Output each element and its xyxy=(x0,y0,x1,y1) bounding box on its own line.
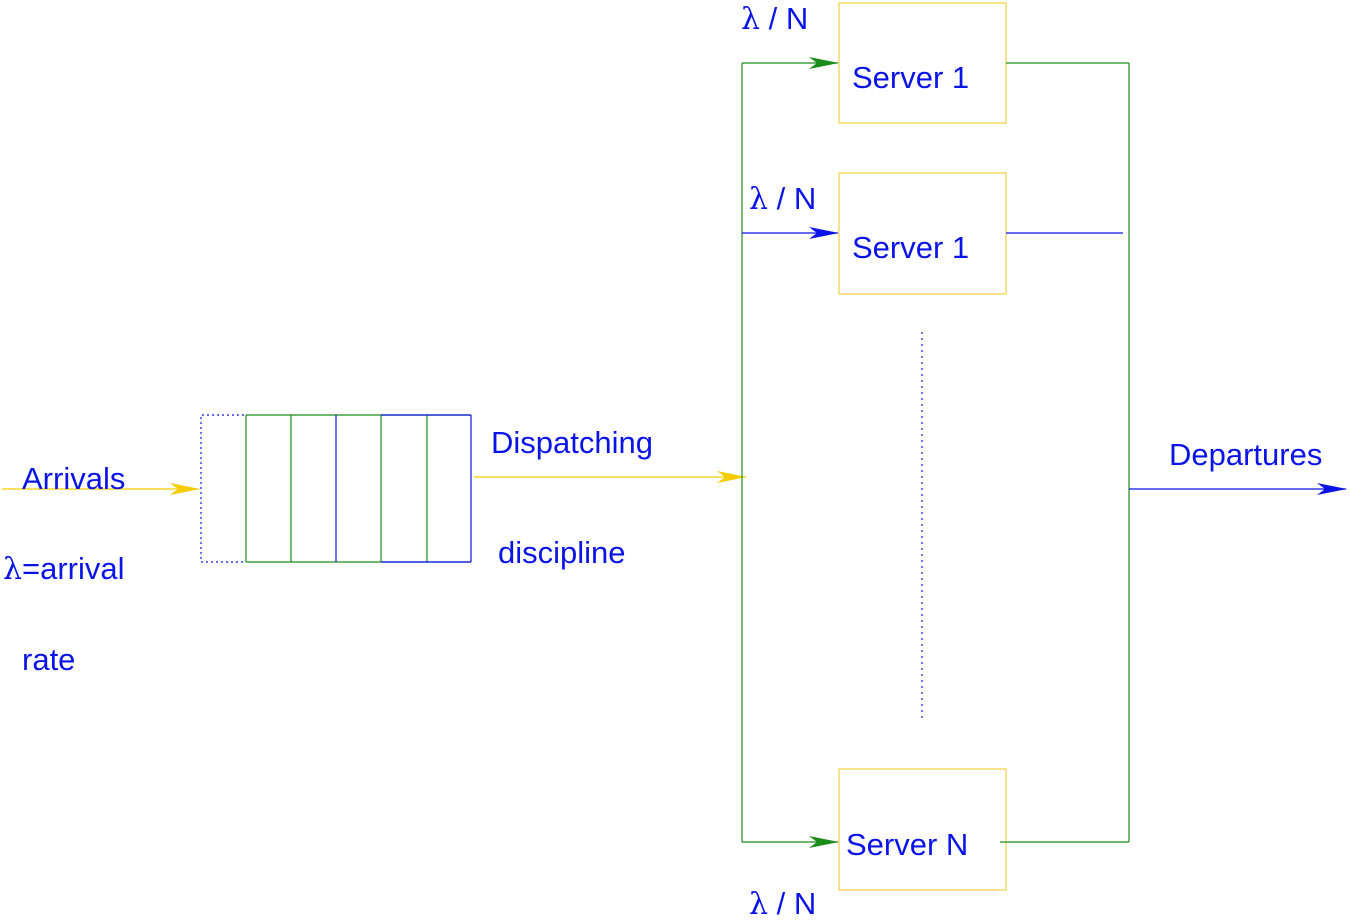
rate-split-label-n: λ / N xyxy=(749,888,816,920)
rate-label: rate xyxy=(22,642,76,677)
lambda-symbol: λ xyxy=(3,552,23,587)
server-box-n xyxy=(838,768,1007,891)
server-label-n: Server N xyxy=(846,827,969,862)
arrival-rate-text: =arrival xyxy=(22,551,125,586)
dispatching-label: Dispatching xyxy=(491,425,653,460)
server-label-2: Server 1 xyxy=(852,230,970,265)
rate-split-text: / N xyxy=(760,1,809,36)
lambda-symbol: λ xyxy=(749,887,769,922)
queue-open-end xyxy=(200,414,244,563)
queue-buffer xyxy=(200,414,472,563)
rate-split-label-2: λ / N xyxy=(749,183,816,215)
rate-split-text: / N xyxy=(768,886,817,921)
lambda-symbol: λ xyxy=(749,182,769,217)
discipline-label: discipline xyxy=(498,535,626,570)
arrivals-label: Arrivals xyxy=(22,461,126,496)
rate-split-text: / N xyxy=(768,181,817,216)
server-label-1: Server 1 xyxy=(852,60,970,95)
departures-label: Departures xyxy=(1169,437,1323,472)
rate-split-label-1: λ / N xyxy=(741,3,808,35)
lambda-symbol: λ xyxy=(741,2,761,37)
arrival-rate-label: λ=arrival xyxy=(3,553,125,585)
